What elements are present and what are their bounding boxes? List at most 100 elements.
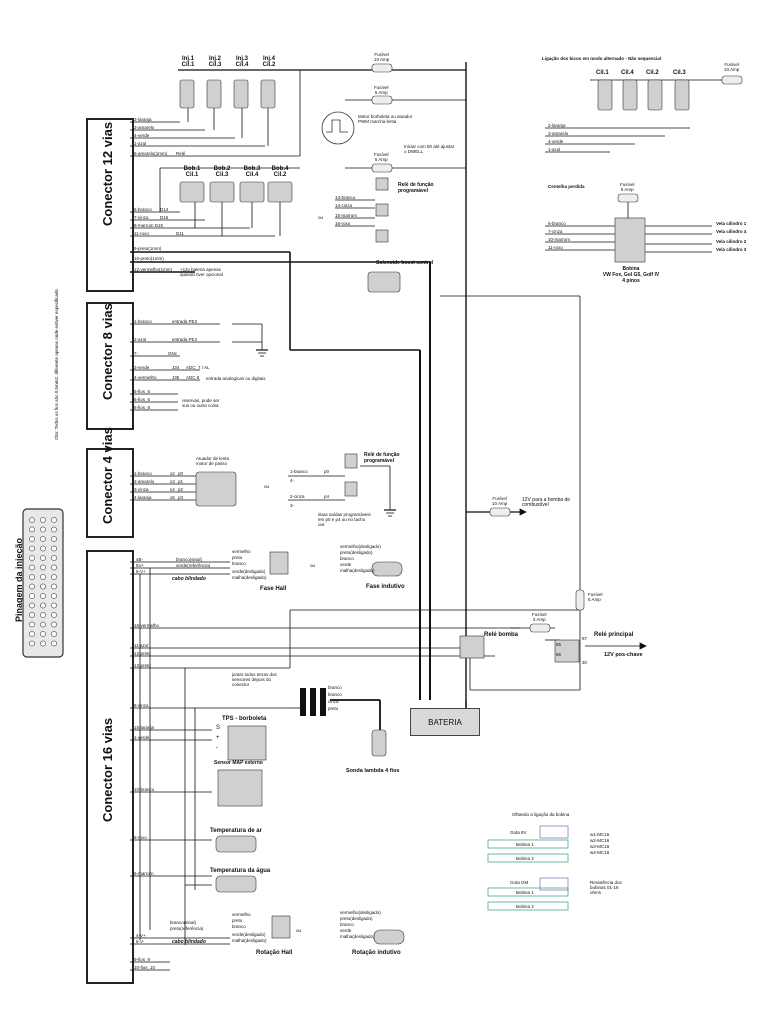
c16-pin-4b-v: 5V+ bbox=[136, 563, 145, 568]
c12-pin-10: 10-preto(1mm) bbox=[134, 256, 164, 261]
coil-wiring-c2a: Bobina 2 bbox=[516, 856, 534, 861]
c16-pin-10b: 10-fios_10 bbox=[134, 965, 156, 970]
hall-rot-cable: cabo blindado bbox=[172, 939, 206, 945]
ind-rot-w1: vermelho(desligado) bbox=[340, 910, 381, 915]
coil-wiring-r1: w1-MC16 bbox=[590, 832, 610, 837]
relay-func-pin-2: 2-cinza bbox=[290, 494, 305, 499]
c4-pin-2-p: p1 bbox=[178, 479, 184, 484]
connector-pin-dot bbox=[40, 583, 46, 590]
c16-pin-6: 6-roxo bbox=[134, 835, 147, 840]
c12-pin-7: 7-cinza bbox=[134, 215, 149, 220]
connector-pin-dot bbox=[51, 621, 57, 628]
c16-pin-1: 1-verde bbox=[134, 735, 150, 740]
tps-pin-plus: + bbox=[216, 735, 220, 741]
hall-rot-w2: preto(referência) bbox=[170, 926, 204, 931]
coil-wiring-r3: w3-MC16 bbox=[590, 844, 610, 849]
connector-pin-dot bbox=[51, 526, 57, 533]
phase-ind-w1: vermelho(desligado) bbox=[340, 544, 381, 549]
lambda-w4: preto bbox=[328, 706, 339, 711]
c16-pin-10: 10-branco bbox=[134, 787, 155, 792]
connector-pin-dot bbox=[29, 536, 35, 542]
c12-pin-2: 2-laranja bbox=[134, 117, 152, 122]
connector-pin-dot bbox=[40, 564, 46, 571]
c8-pin-2-in: entrada PE4 bbox=[172, 337, 198, 342]
phase-ind-w3: branco bbox=[340, 556, 354, 561]
c16-pin-8: 8-cinza bbox=[134, 703, 149, 708]
relay-func-pin-3: 3- bbox=[290, 503, 295, 508]
lambda-w3: cinza bbox=[328, 699, 339, 704]
alt-cil-3: Cil.3 bbox=[673, 70, 686, 76]
c4-pin-2-x: x3 bbox=[170, 479, 175, 484]
c4-pin-1-p: p0 bbox=[178, 471, 184, 476]
connector-pin-dot bbox=[51, 517, 57, 523]
boost-pin-13: 13-branco bbox=[335, 195, 356, 200]
phase-ind-w2: preto(desligado) bbox=[340, 550, 373, 555]
connector-pin-dot bbox=[29, 631, 35, 637]
relay-pin-30: 30 bbox=[582, 660, 588, 665]
lost-pin-6: 6-branco bbox=[548, 221, 566, 226]
connector-pin-dot bbox=[40, 536, 46, 542]
ind-rot-w3: branco bbox=[340, 922, 354, 927]
connector-pin-dot bbox=[29, 593, 35, 599]
relay-pin-87: 87 bbox=[582, 636, 588, 641]
phase-ind-w4: verde bbox=[340, 562, 352, 567]
ind-rot-w5: malha(desligado) bbox=[340, 934, 375, 939]
c4-pin-1-x: x2 bbox=[170, 471, 175, 476]
hall-phase-h3: branco bbox=[232, 561, 246, 566]
c16-pin-11: 11-azul bbox=[134, 643, 149, 648]
hall-phase-h5: malha(desligado) bbox=[232, 575, 267, 580]
tps-label: TPS - borboleta bbox=[222, 716, 267, 722]
connector-pin-dot bbox=[40, 631, 46, 637]
c12-pin-11: 11-roxo bbox=[134, 231, 149, 236]
c4-pin-1: 1-branco bbox=[134, 471, 152, 476]
c16-pin-4b: 4B- bbox=[136, 557, 144, 562]
connector-pin-dot bbox=[29, 621, 35, 628]
c12-pin-1: 1-azul bbox=[134, 141, 147, 146]
connector-pin-dot bbox=[40, 602, 46, 609]
connector-pin-dot bbox=[40, 517, 46, 523]
connector-pin-dot bbox=[51, 640, 57, 647]
hall-rot-label: Rotação Hall bbox=[256, 950, 293, 956]
boost-ou: ou bbox=[318, 215, 324, 220]
connector-pin-dot bbox=[29, 517, 35, 523]
solenoid-label: Solenoide boost control bbox=[376, 260, 434, 266]
connector-pin-dot bbox=[40, 612, 46, 618]
hall-phase-h4: verde(desligado) bbox=[232, 569, 266, 574]
relay-pin-86: 86 bbox=[556, 652, 562, 657]
connector-pin-dot bbox=[40, 574, 46, 580]
c8-pin-4-adc: ADC 6 bbox=[186, 375, 200, 380]
c8-pin-8: 8-fios_8 bbox=[134, 405, 151, 410]
coil-wiring-c1a: Bobina 1 bbox=[516, 842, 534, 847]
hall-rot-h1: vermelho bbox=[232, 912, 251, 917]
ind-rot-w2: preto(desligado) bbox=[340, 916, 373, 921]
relay-out-label: 12V pos-chave bbox=[604, 652, 643, 658]
relay-func-pin-1-p: p0 bbox=[324, 469, 330, 474]
relay-pump-label: Relé bomba bbox=[484, 632, 519, 638]
lambda-w2: branco bbox=[328, 692, 342, 697]
c8-pin-3-adc: ADC_7 / AL bbox=[186, 365, 210, 370]
connector-pin-dot bbox=[51, 631, 57, 637]
coil-wiring-r4: w4-MC16 bbox=[590, 850, 610, 855]
connector-8-box bbox=[86, 302, 134, 430]
relay-func-title: Relé de função programável bbox=[364, 452, 400, 464]
c16-pin-9: 9-fios_9 bbox=[134, 957, 151, 962]
connector-4-box bbox=[86, 448, 134, 538]
alt-pin-2: 2-laranja bbox=[548, 123, 566, 128]
connector-pin-dot bbox=[51, 612, 57, 618]
lost-pin-11: 11-roxo bbox=[548, 245, 563, 250]
pump-label: 12V para a bomba de combustível bbox=[522, 497, 571, 508]
coil-wiring-c2b: Bobina 2 bbox=[516, 904, 534, 909]
pinout-connector-icon bbox=[22, 508, 64, 658]
c4-pin-4: 4-laranja bbox=[134, 495, 152, 500]
c8-pin-5: 5-fios_5 bbox=[134, 389, 151, 394]
c4-ou: ou bbox=[264, 484, 270, 489]
hall-phase-w2: verde(referência) bbox=[176, 563, 211, 568]
